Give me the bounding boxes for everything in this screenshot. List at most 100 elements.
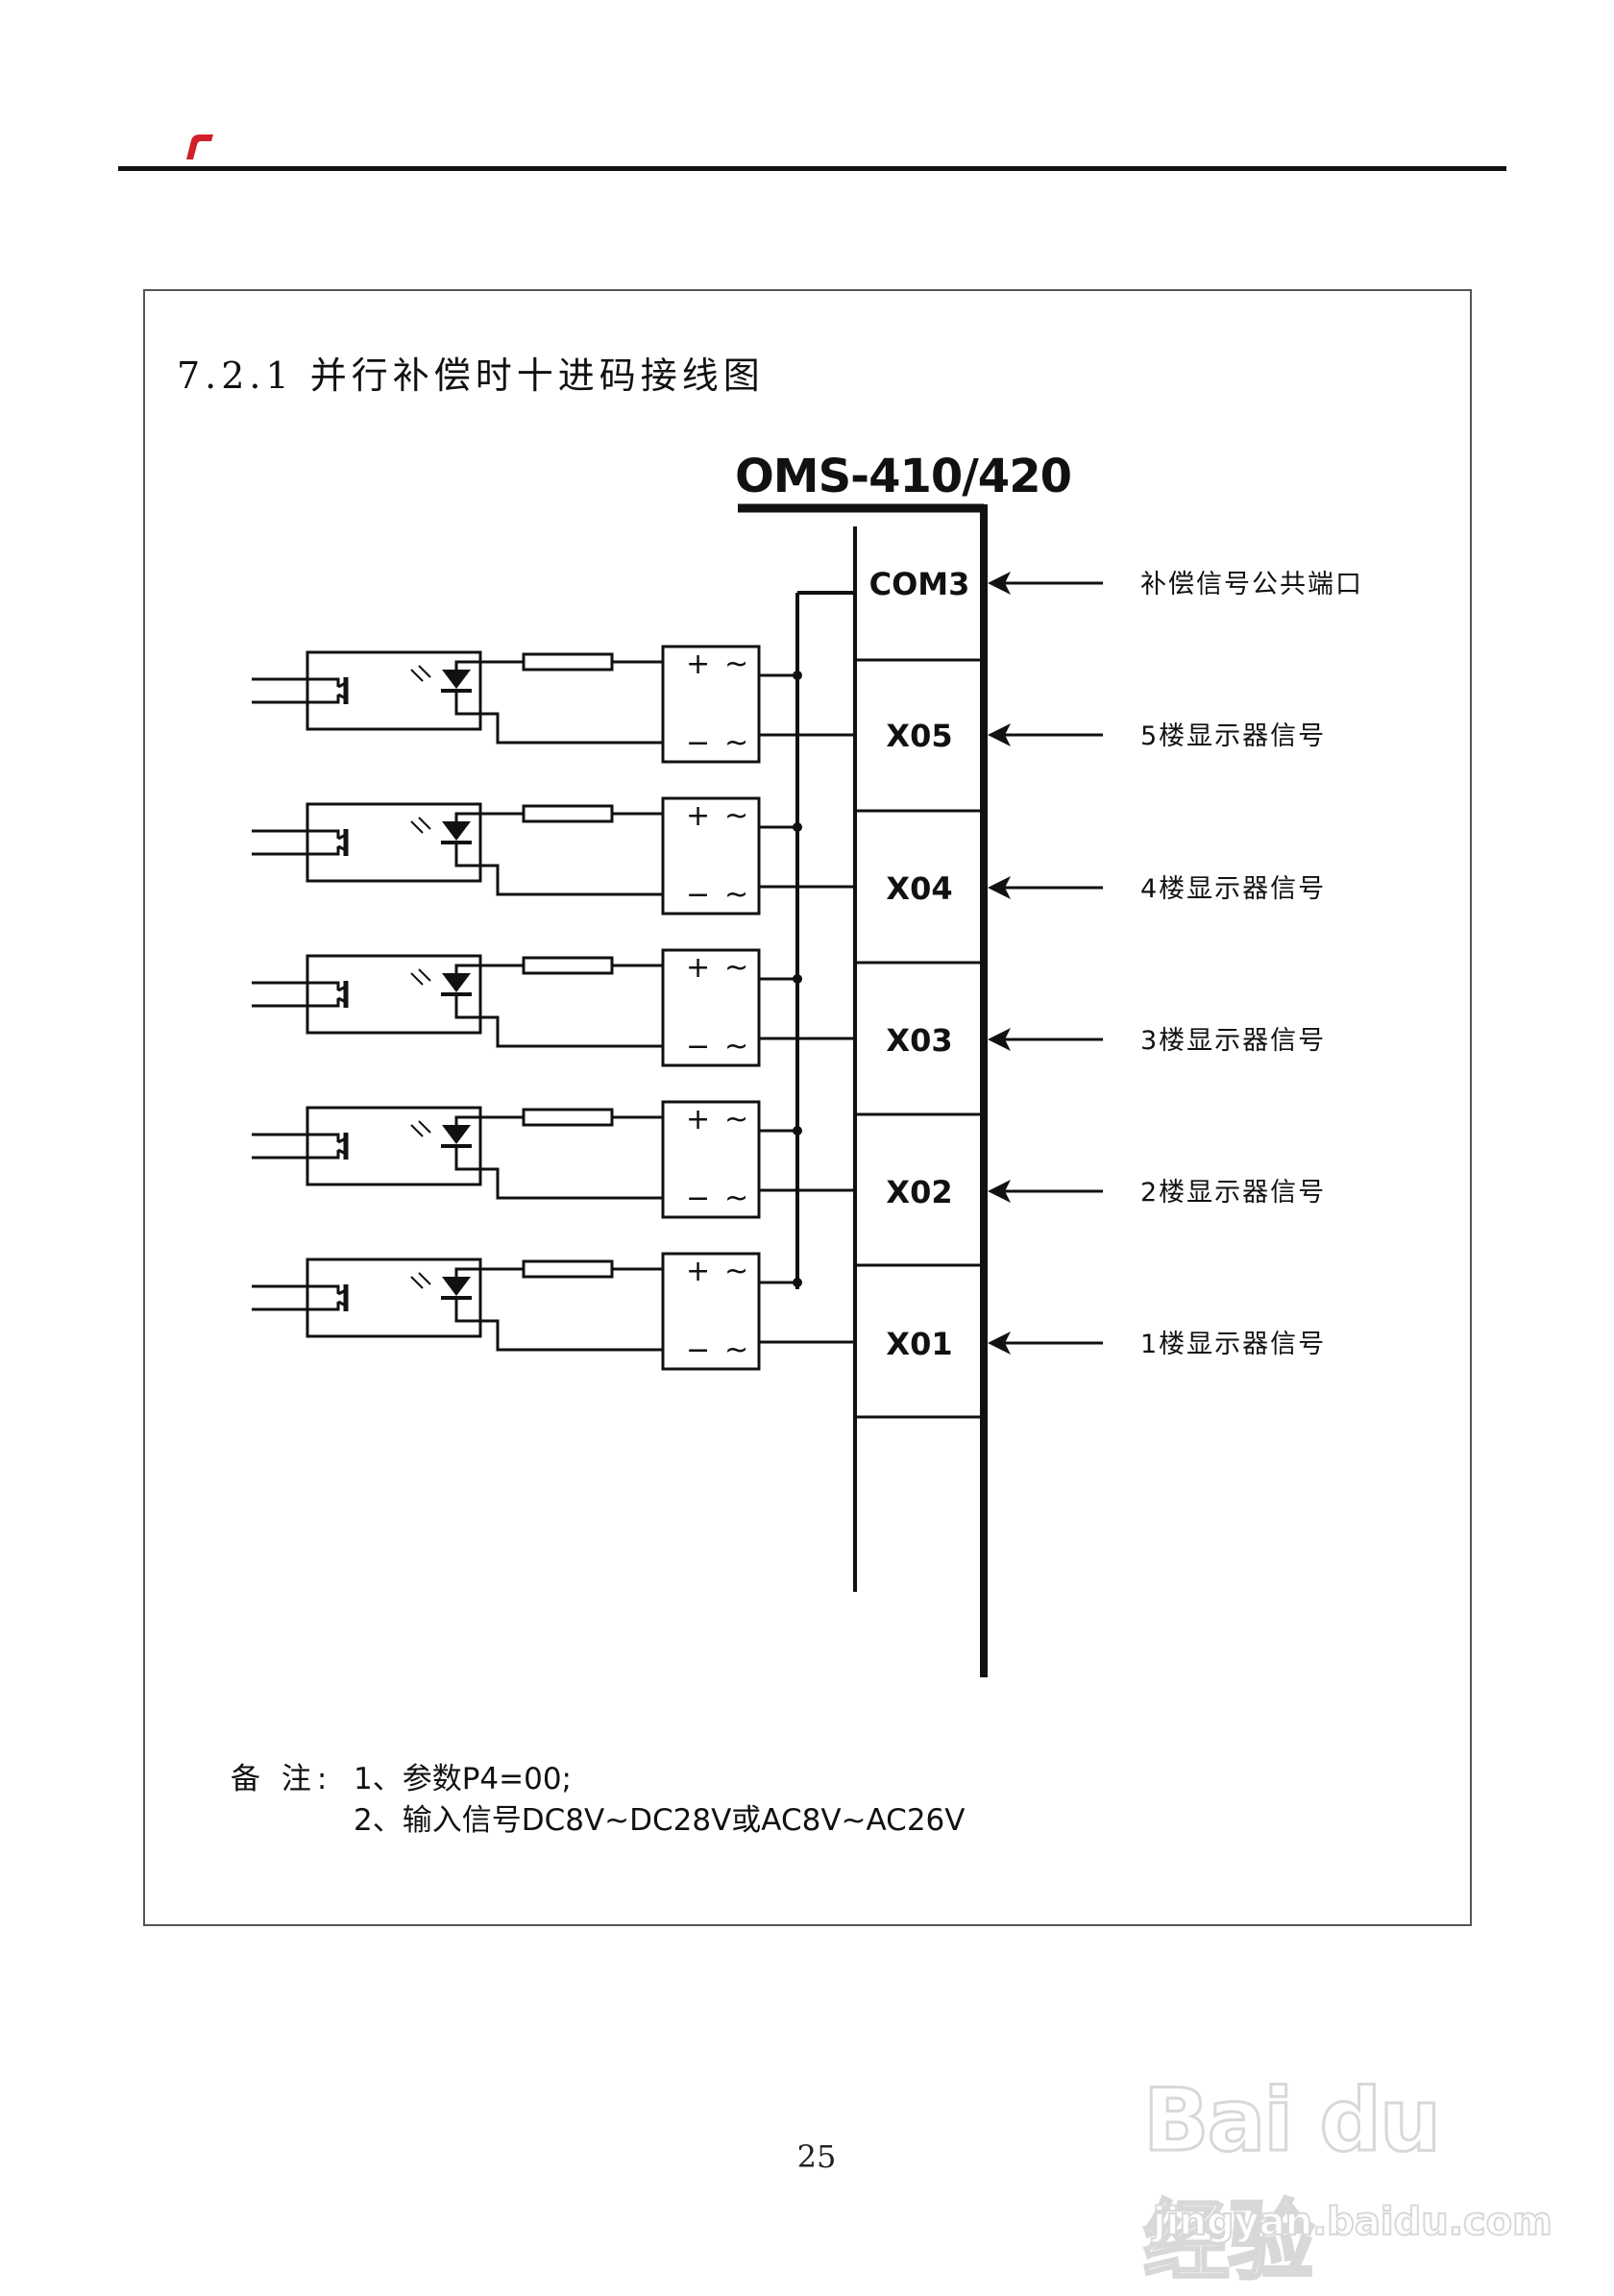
rectifier-box — [661, 948, 761, 1067]
phototransistor-collector — [337, 1288, 347, 1296]
terminal-description: 补偿信号公共端口 — [1140, 570, 1363, 599]
input-circuit-1: +−~~ — [252, 1252, 855, 1371]
rectifier-ac-top: ~ — [724, 951, 748, 985]
light-arrow — [418, 1120, 431, 1134]
rectifier-plus: + — [686, 799, 710, 833]
device-title: OMS-410/420 — [735, 450, 1071, 503]
signal-arrowhead — [988, 1331, 1011, 1355]
notes-block: 备 注: 1、参数P4=00; 2、输入信号DC8V~DC28V或AC8V~AC… — [231, 1762, 965, 1838]
rectifier-ac-top: ~ — [724, 647, 748, 681]
led-triangle — [442, 1125, 471, 1144]
rectifier-box — [661, 645, 761, 764]
light-arrow — [410, 669, 424, 682]
terminal-descriptions: 补偿信号公共端口 5楼显示器信号 4楼显示器信号 3楼显示器信号 2楼显示器信号 1楼显示… — [1140, 570, 1363, 1359]
return-wire — [480, 712, 663, 745]
optocoupler-box — [306, 1106, 482, 1186]
led-anode-lead — [454, 1115, 480, 1125]
optocoupler-box — [306, 650, 482, 731]
rectifier-minus: − — [686, 726, 710, 760]
optocoupler-box — [306, 954, 482, 1035]
light-arrow — [418, 817, 431, 830]
terminal-label-x05: X05 — [886, 718, 952, 754]
light-arrow — [410, 820, 424, 834]
rectifier-plus: + — [686, 951, 710, 985]
page-number: 25 — [796, 2138, 837, 2175]
rectifier-ac-bottom: ~ — [724, 1182, 748, 1215]
led-anode-lead — [454, 964, 480, 973]
section-title: 7.2.1 并行补偿时十进码接线图 — [177, 354, 765, 397]
led-cathode-lead — [454, 843, 480, 867]
rectifier-plus: + — [686, 1103, 710, 1136]
signal-arrowhead — [988, 1028, 1011, 1051]
light-arrow — [418, 1272, 431, 1285]
light-arrow — [418, 968, 431, 982]
terminal-label-x02: X02 — [886, 1174, 952, 1210]
optocoupler-box — [306, 802, 482, 883]
phototransistor-emitter — [337, 693, 347, 700]
notes-line-1: 1、参数P4=00; — [354, 1762, 572, 1796]
signal-arrowhead — [988, 876, 1011, 899]
return-wire — [480, 864, 663, 896]
rectifier-ac-bottom: ~ — [724, 726, 748, 760]
watermark-logo: Bai du 经验 — [1142, 2069, 1443, 2294]
resistor — [522, 1108, 614, 1127]
terminal-label-x04: X04 — [886, 870, 952, 907]
led-anode-lead — [454, 660, 480, 670]
phototransistor-emitter — [337, 996, 347, 1004]
led-triangle — [442, 973, 471, 992]
rectifier-ac-top: ~ — [724, 799, 748, 833]
common-bus — [795, 591, 855, 1289]
phototransistor-leads — [307, 1133, 340, 1160]
watermark-url: jingyan.baidu.com — [1152, 2199, 1553, 2245]
led-triangle — [442, 670, 471, 689]
rectifier-minus: − — [686, 878, 710, 912]
header-rule — [118, 166, 1506, 171]
signal-arrows — [988, 572, 1103, 1355]
led-anode-lead — [454, 1267, 480, 1277]
rectifier-minus: − — [686, 1333, 710, 1367]
input-circuit-3: +−~~ — [252, 948, 855, 1067]
phototransistor-collector — [337, 1136, 347, 1144]
signal-arrowhead — [988, 572, 1011, 595]
rectifier-plus: + — [686, 647, 710, 681]
light-arrow — [410, 972, 424, 986]
baidu-jingyan-watermark: Bai du 经验 jingyan.baidu.com — [1142, 2041, 1553, 2294]
signal-arrowhead — [988, 1180, 1011, 1203]
led-anode-lead — [454, 812, 480, 821]
rectifier-ac-bottom: ~ — [724, 878, 748, 912]
input-circuit-2: +−~~ — [252, 1100, 855, 1219]
terminal-label-com3: COM3 — [869, 566, 970, 602]
rectifier-box — [661, 1100, 761, 1219]
terminal-description: 5楼显示器信号 — [1140, 721, 1326, 751]
rectifier-ac-bottom: ~ — [724, 1030, 748, 1063]
rectifier-minus: − — [686, 1182, 710, 1215]
light-arrow — [410, 1276, 424, 1289]
optocoupler-box — [306, 1258, 482, 1338]
terminal-label-x03: X03 — [886, 1022, 952, 1059]
terminal-description: 3楼显示器信号 — [1140, 1026, 1326, 1056]
phototransistor-collector — [337, 985, 347, 992]
terminal-description: 4楼显示器信号 — [1140, 874, 1326, 904]
led-cathode-lead — [454, 1298, 480, 1323]
phototransistor-emitter — [337, 1300, 347, 1307]
light-arrow — [410, 1124, 424, 1137]
return-wire — [480, 1319, 663, 1352]
led-triangle — [442, 1277, 471, 1296]
phototransistor-leads — [307, 677, 340, 704]
phototransistor-emitter — [337, 844, 347, 852]
input-circuit-5: +−~~ — [252, 645, 855, 764]
header-logo-mark — [183, 133, 217, 165]
resistor — [522, 956, 614, 975]
phototransistor-collector — [337, 833, 347, 841]
notes-label: 备 注: — [231, 1762, 332, 1796]
rectifier-box — [661, 1252, 761, 1371]
input-circuit-4: +−~~ — [252, 796, 855, 916]
phototransistor-leads — [307, 981, 340, 1008]
terminal-description: 1楼显示器信号 — [1140, 1330, 1326, 1359]
terminal-description: 2楼显示器信号 — [1140, 1178, 1326, 1208]
rectifier-ac-bottom: ~ — [724, 1333, 748, 1367]
led-cathode-lead — [454, 1146, 480, 1171]
signal-arrowhead — [988, 723, 1011, 746]
